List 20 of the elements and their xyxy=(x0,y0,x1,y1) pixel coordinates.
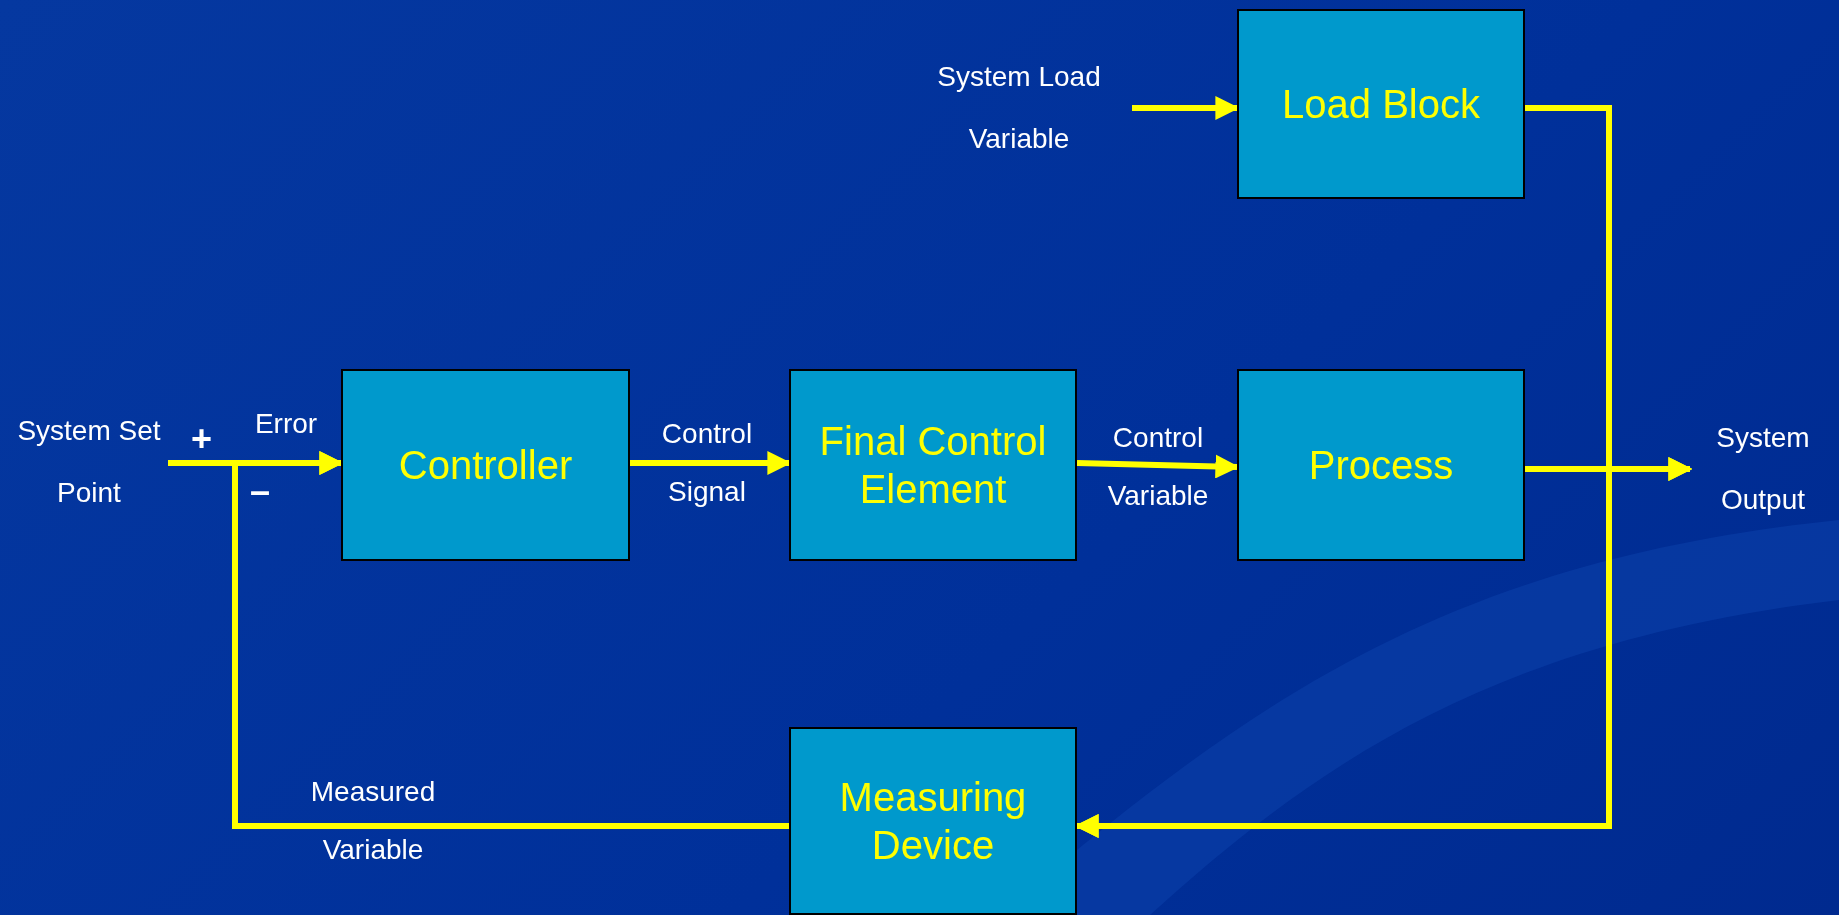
block-label: Process xyxy=(1308,442,1454,489)
edge-label: Control Signal xyxy=(660,417,754,509)
edge-label: Measured Variable xyxy=(309,775,437,867)
edge-label: Control Variable xyxy=(1106,421,1210,513)
process-block xyxy=(1237,9,1525,199)
process-block xyxy=(341,369,630,561)
edge-label: Error xyxy=(253,407,319,441)
block-label: Controller xyxy=(398,442,573,489)
sign-label: + xyxy=(191,418,213,460)
process-block xyxy=(1237,369,1525,561)
process-block xyxy=(789,727,1077,915)
block-label: Measuring Device xyxy=(838,774,1028,869)
block-label: Final Control Element xyxy=(818,418,1048,513)
arrow xyxy=(232,451,789,829)
process-block xyxy=(789,369,1077,561)
signal-label: System Set Point xyxy=(16,414,162,510)
sign-label: – xyxy=(250,470,271,512)
signal-label: System Output xyxy=(1715,421,1811,517)
signal-label: System Load Variable xyxy=(936,60,1102,156)
block-label: Load Block xyxy=(1282,81,1480,128)
